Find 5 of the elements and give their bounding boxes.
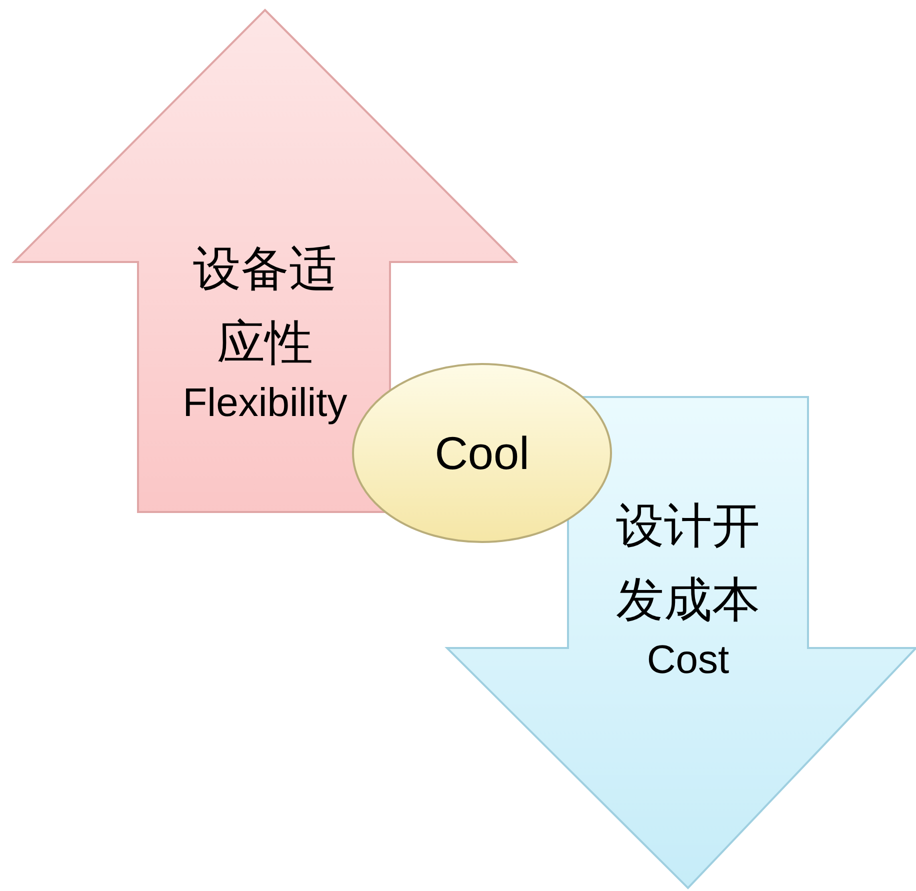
ellipse-label: Cool (434, 426, 530, 481)
arrow-title: 设备适应性 (192, 240, 338, 373)
arrow-subtitle: Flexibility (182, 380, 348, 426)
arrow-title: 设计开发成本 (615, 497, 761, 630)
arrow-subtitle: Cost (646, 637, 730, 683)
